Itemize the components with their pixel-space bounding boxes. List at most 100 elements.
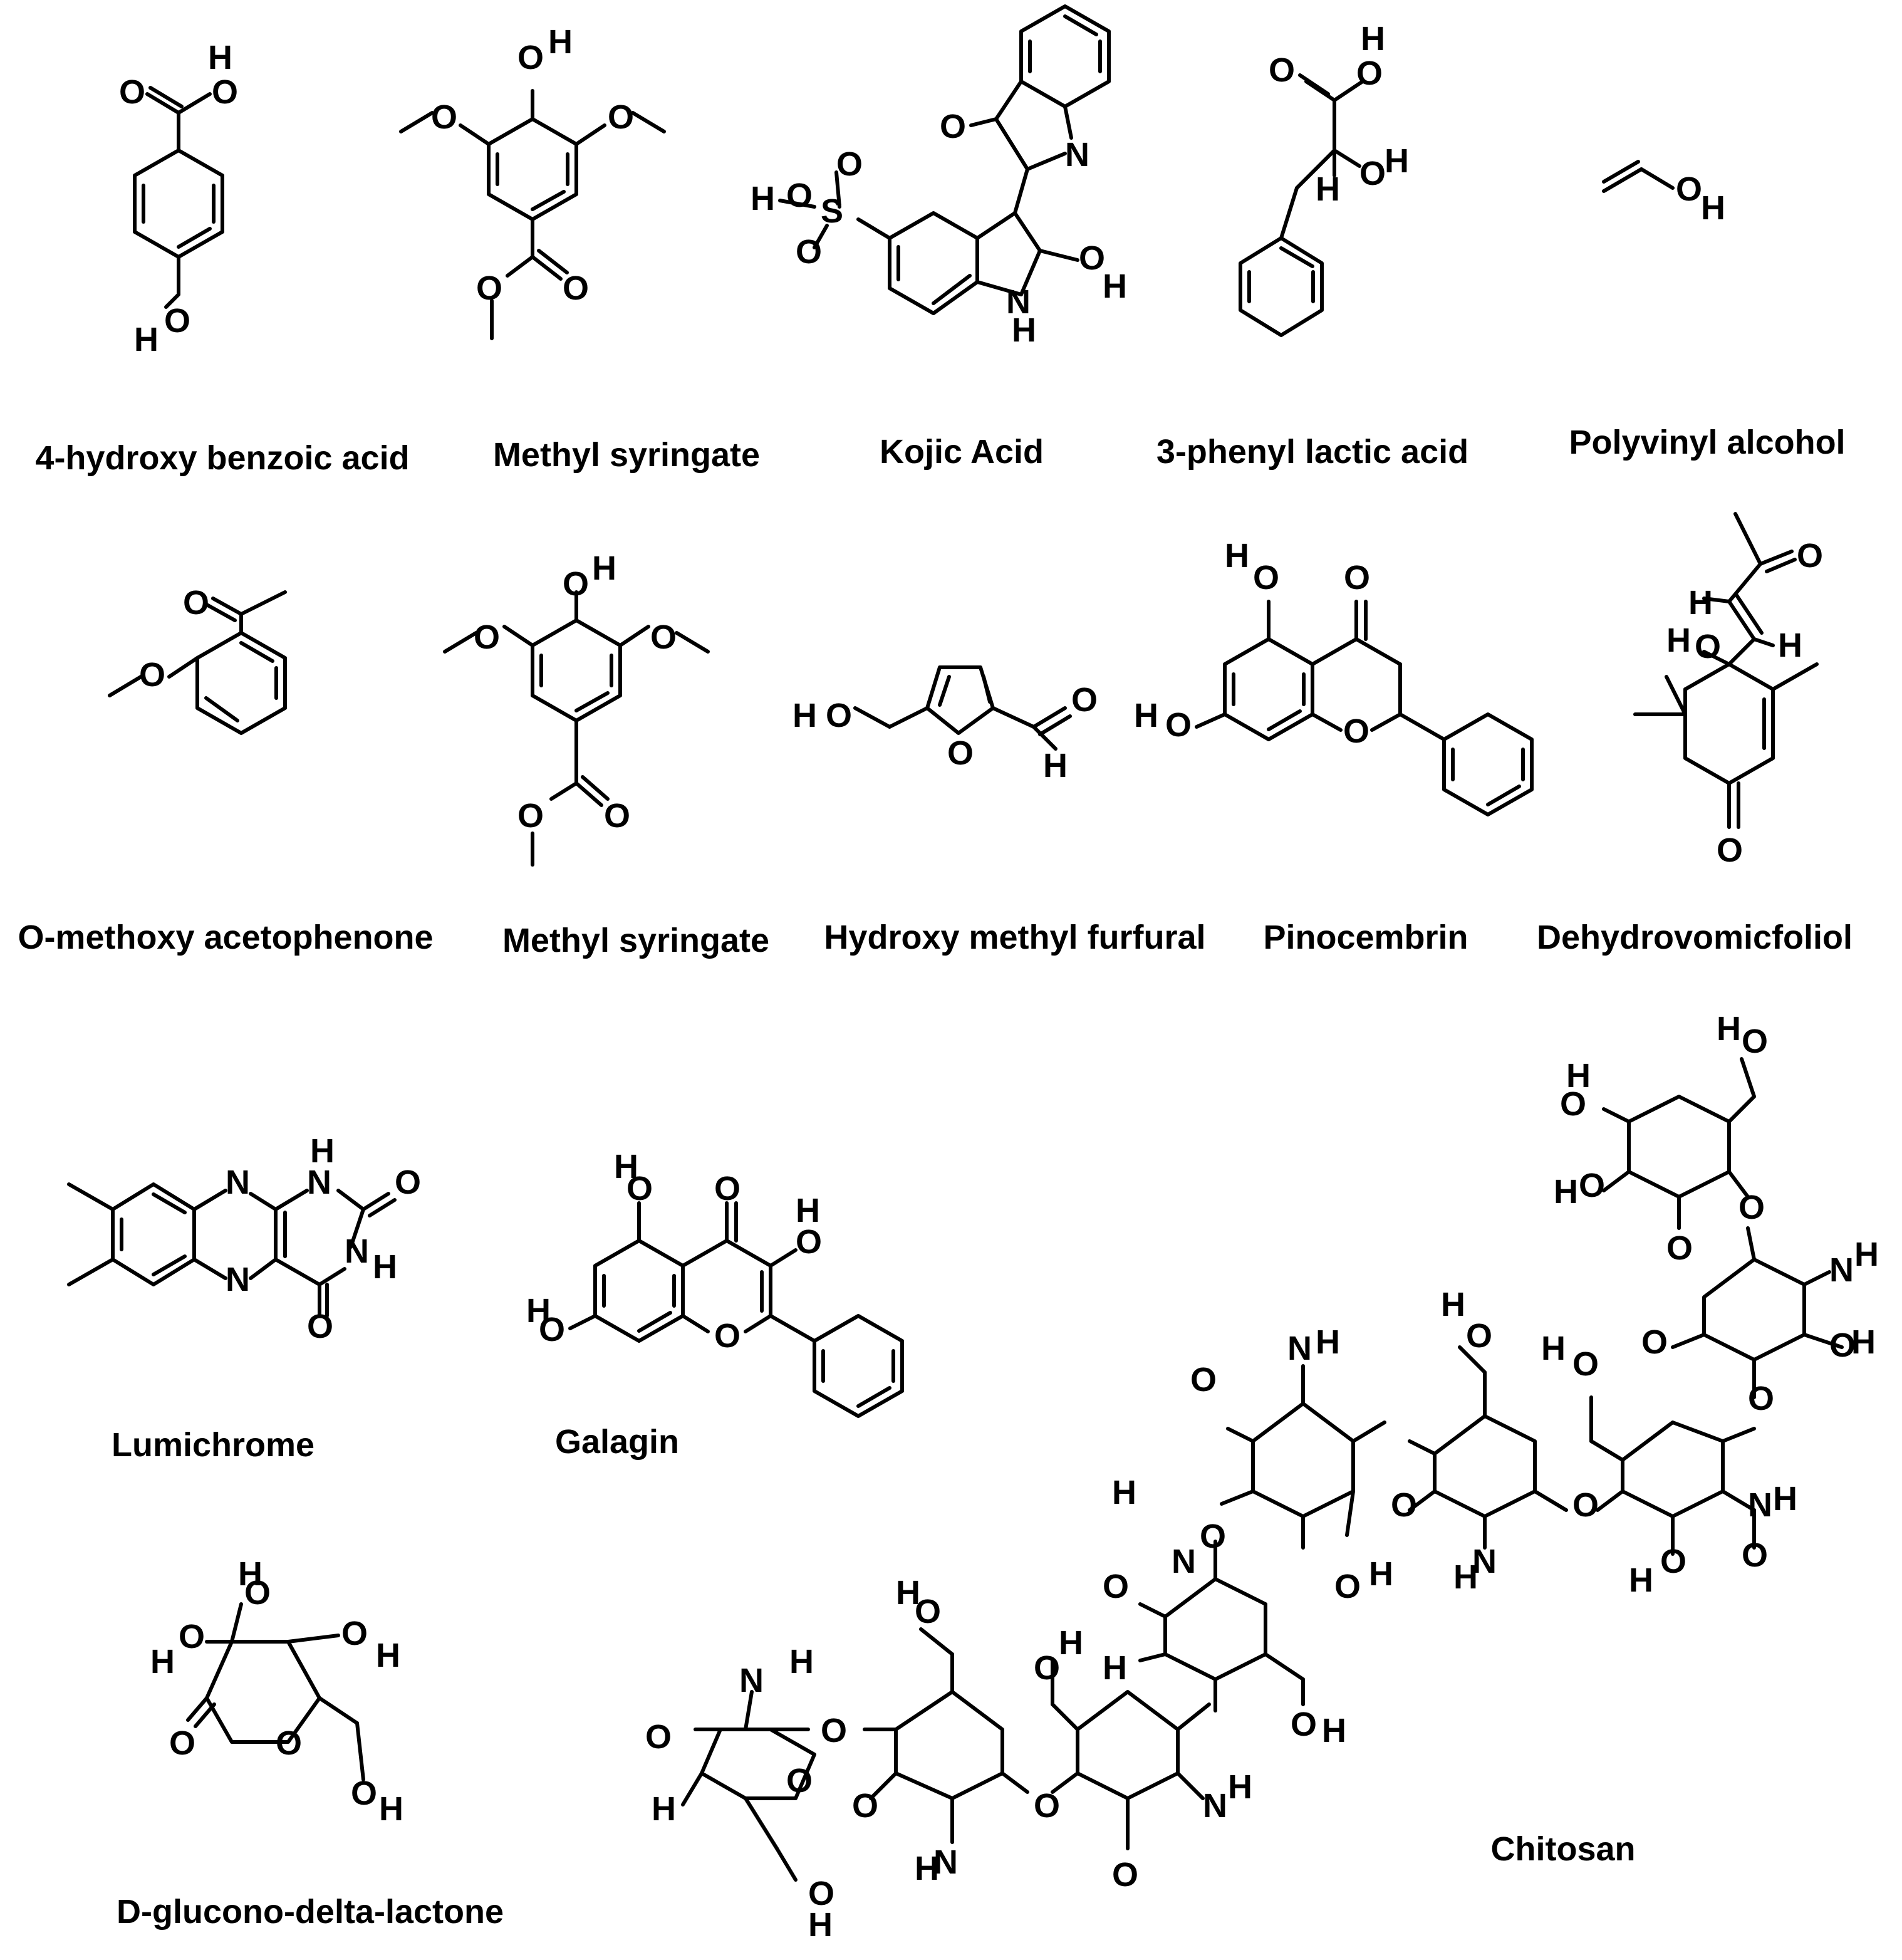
svg-text:O: O [517, 39, 544, 76]
caption-galagin: Galagin [554, 1423, 680, 1461]
svg-text:O: O [650, 618, 677, 656]
svg-text:O: O [164, 302, 190, 340]
caption-kojic-acid: Kojic Acid [879, 433, 1044, 471]
svg-text:N: N [226, 1164, 250, 1201]
svg-text:H: H [796, 1192, 820, 1229]
svg-text:N: N [307, 1164, 331, 1201]
svg-text:O: O [307, 1308, 333, 1345]
svg-text:O: O [714, 1170, 741, 1207]
svg-text:O: O [1103, 1568, 1129, 1605]
svg-text:N: N [1829, 1251, 1854, 1289]
svg-text:H: H [1541, 1330, 1566, 1367]
svg-text:H: H [592, 550, 616, 587]
svg-text:H: H [614, 1148, 638, 1186]
svg-text:H: H [793, 697, 817, 734]
svg-text:O: O [341, 1615, 368, 1652]
svg-text:H: H [150, 1643, 175, 1681]
svg-text:O: O [796, 233, 822, 271]
svg-text:O: O [1079, 239, 1105, 277]
svg-text:O: O [604, 797, 630, 835]
svg-text:H: H [1369, 1555, 1393, 1593]
svg-text:O: O [836, 145, 863, 183]
svg-text:H: H [808, 1906, 833, 1944]
structure-3-phenyl-lactic-acid: O O H O H H [1239, 20, 1409, 337]
svg-text:O: O [714, 1317, 741, 1355]
svg-text:O: O [431, 98, 457, 136]
svg-text:O: O [626, 1170, 653, 1207]
svg-text:H: H [789, 1643, 814, 1681]
svg-text:N: N [1065, 136, 1089, 174]
svg-text:O: O [563, 565, 589, 603]
svg-text:O: O [1572, 1486, 1599, 1524]
svg-text:N: N [345, 1233, 369, 1270]
svg-text:H: H [1717, 1010, 1741, 1048]
svg-text:O: O [852, 1787, 878, 1825]
svg-text:O: O [1676, 170, 1702, 208]
svg-text:H: H [526, 1292, 551, 1330]
svg-text:O: O [1797, 537, 1823, 575]
svg-text:O: O [539, 1311, 565, 1348]
svg-text:H: H [1103, 268, 1127, 305]
caption-chitosan: Chitosan [1490, 1830, 1636, 1868]
svg-text:N: N [1472, 1543, 1497, 1580]
structure-methyl-syringate-2: O H O O O O [443, 550, 710, 867]
svg-text:N: N [739, 1662, 764, 1699]
svg-text:H: H [1225, 537, 1249, 575]
svg-text:H: H [1666, 622, 1691, 659]
svg-text:O: O [1641, 1323, 1668, 1361]
svg-text:H: H [1773, 1480, 1797, 1518]
structure-galagin: O O H O H O O H [526, 1148, 904, 1418]
svg-text:N: N [1287, 1330, 1312, 1367]
svg-text:O: O [395, 1164, 421, 1201]
svg-text:O: O [351, 1775, 377, 1812]
structure-o-methoxy-acetophenone: O O [108, 584, 287, 735]
svg-text:N: N [226, 1261, 250, 1298]
svg-text:O: O [940, 108, 966, 145]
svg-text:H: H [1134, 697, 1158, 734]
svg-text:H: H [1778, 627, 1802, 664]
svg-text:O: O [169, 1724, 195, 1762]
structure-hydroxy-methyl-furfural: O O H O H [793, 665, 1098, 785]
svg-text:O: O [476, 269, 502, 307]
svg-text:H: H [134, 321, 158, 358]
svg-text:H: H [1322, 1712, 1346, 1749]
svg-text:O: O [517, 797, 544, 835]
svg-text:H: H [208, 39, 232, 76]
svg-text:H: H [373, 1248, 397, 1286]
structure-pinocembrin: O O H O O H [1134, 537, 1534, 816]
svg-text:N: N [1748, 1486, 1772, 1524]
svg-text:O: O [1343, 712, 1369, 750]
svg-text:H: H [1385, 142, 1409, 180]
svg-text:O: O [1291, 1706, 1317, 1743]
caption-methyl-syringate-2: Methyl syringate [502, 922, 770, 959]
svg-text:H: H [1554, 1173, 1578, 1211]
caption-d-glucono-delta-lactone: D-glucono-delta-lactone [117, 1893, 504, 1931]
structure-methyl-syringate-1: O H O O O O [399, 23, 666, 340]
svg-text:O: O [212, 73, 238, 111]
caption-3-phenyl-lactic-acid: 3-phenyl lactic acid [1156, 433, 1469, 471]
svg-text:O: O [1071, 681, 1098, 719]
svg-text:O: O [1579, 1167, 1605, 1204]
svg-text:O: O [1190, 1361, 1217, 1399]
structure-kojic-acid: O N O H N H S O O O H [751, 4, 1127, 349]
svg-text:O: O [1356, 55, 1383, 92]
structure-dehydrovomicfoliol: O H H O H O [1633, 512, 1823, 869]
svg-text:O: O [947, 734, 974, 772]
svg-text:O: O [1112, 1856, 1138, 1894]
svg-text:O: O [244, 1574, 271, 1612]
svg-text:H: H [1854, 1236, 1879, 1273]
svg-text:O: O [276, 1724, 302, 1762]
svg-text:O: O [645, 1718, 672, 1756]
svg-text:H: H [1059, 1624, 1083, 1662]
svg-text:H: H [1453, 1558, 1478, 1596]
svg-text:O: O [1572, 1345, 1599, 1383]
svg-text:O: O [1344, 559, 1370, 597]
structure-4-hydroxy-benzoic-acid: O O H O H [119, 39, 238, 358]
svg-text:O: O [1334, 1568, 1361, 1605]
caption-lumichrome: Lumichrome [111, 1426, 315, 1464]
svg-text:H: H [1701, 189, 1725, 227]
svg-text:H: H [1361, 20, 1385, 58]
svg-text:N: N [1006, 283, 1031, 321]
